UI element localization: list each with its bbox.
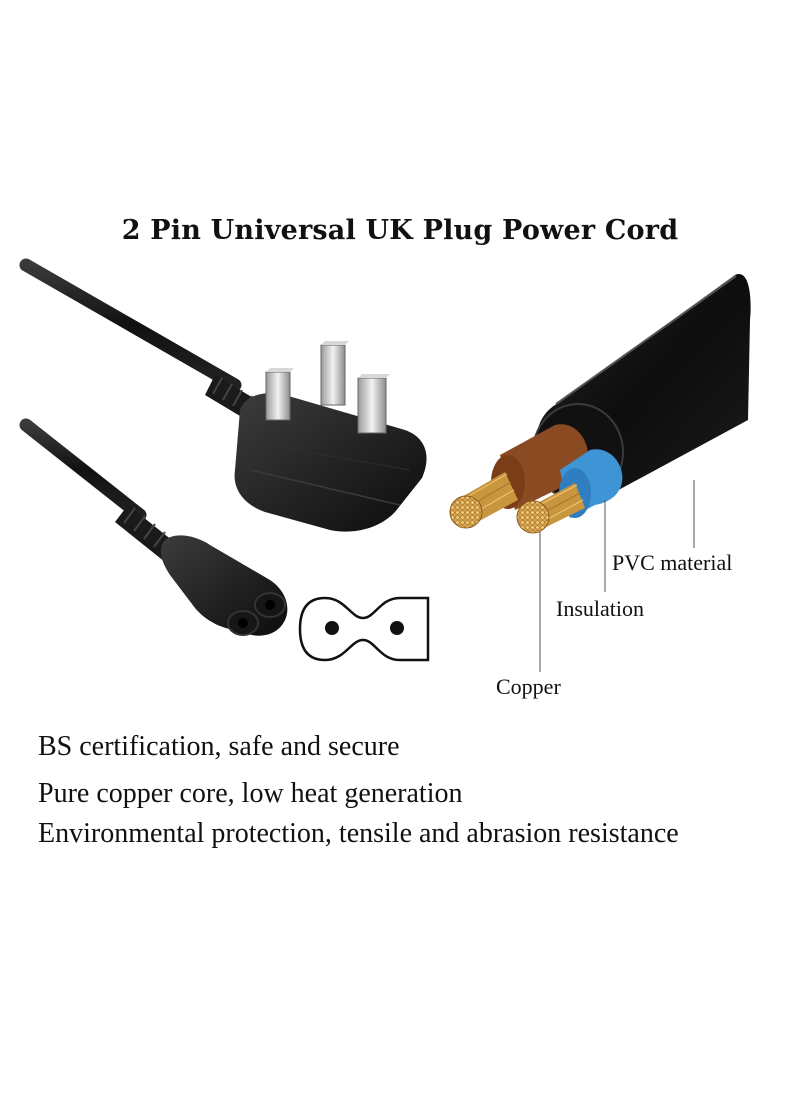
plug-earth-pin <box>320 341 349 406</box>
pvc-material-label: PVC material <box>612 550 733 575</box>
plug-neutral-pin <box>357 374 390 434</box>
cable-cross-section <box>449 274 751 672</box>
insulation-label: Insulation <box>556 596 644 621</box>
copper-core-right <box>516 483 585 534</box>
c7-connector <box>160 535 288 636</box>
uk-plug <box>234 341 427 532</box>
product-title: 2 Pin Universal UK Plug Power Cord <box>121 215 679 246</box>
copper-label: Copper <box>496 674 561 699</box>
plug-live-pin <box>265 368 294 421</box>
c7-connector-cable <box>19 418 178 562</box>
feature-line-2: Pure copper core, low heat generation <box>38 778 463 809</box>
uk-plug-cable <box>19 258 265 425</box>
copper-core-left <box>449 472 518 529</box>
feature-line-3: Environmental protection, tensile and ab… <box>38 818 679 849</box>
feature-line-1: BS certification, safe and secure <box>38 731 400 762</box>
c7-socket-outline <box>298 596 430 662</box>
